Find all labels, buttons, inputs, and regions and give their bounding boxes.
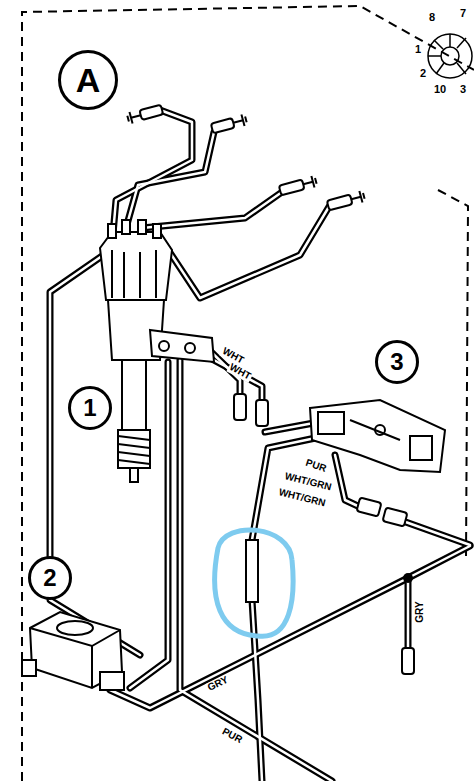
wire-color-label: PUR <box>219 726 244 746</box>
whtgrn-connectors <box>357 497 408 526</box>
terminal-number: 8 <box>428 12 436 24</box>
terminal-number: 1 <box>414 44 422 56</box>
junction-dot <box>403 573 413 583</box>
resistor-wire <box>246 540 258 602</box>
terminal-number: 3 <box>459 84 467 96</box>
callout-circle: 3 <box>375 340 419 384</box>
callout-number: 3 <box>390 350 403 374</box>
callout-number: 1 <box>83 396 96 420</box>
callout-number: A <box>76 63 101 97</box>
ignition-module <box>310 400 445 472</box>
terminal-number: 7 <box>459 8 467 20</box>
callout-number: 2 <box>43 566 56 590</box>
callout-circle: 2 <box>28 556 72 600</box>
gry-connector <box>402 648 414 674</box>
wire-color-label: GRY <box>205 674 231 693</box>
ignition-coil <box>22 612 124 690</box>
cap-terminal-diagram <box>428 34 472 78</box>
wire <box>50 110 470 781</box>
terminal-number: 10 <box>433 84 447 96</box>
highlight-circle <box>215 530 293 636</box>
wht-connectors <box>234 394 268 426</box>
callout-circle: A <box>58 50 118 110</box>
wire-core <box>50 110 470 781</box>
distributor <box>100 220 214 482</box>
boundary <box>22 6 474 781</box>
terminal-number: 2 <box>419 68 427 80</box>
spark-plugs <box>127 104 366 212</box>
wire-color-label: PUR <box>303 457 328 474</box>
wire-color-label: WHT <box>227 362 254 383</box>
callout-circle: 1 <box>68 386 112 430</box>
wire-color-label: GRY <box>415 600 426 623</box>
